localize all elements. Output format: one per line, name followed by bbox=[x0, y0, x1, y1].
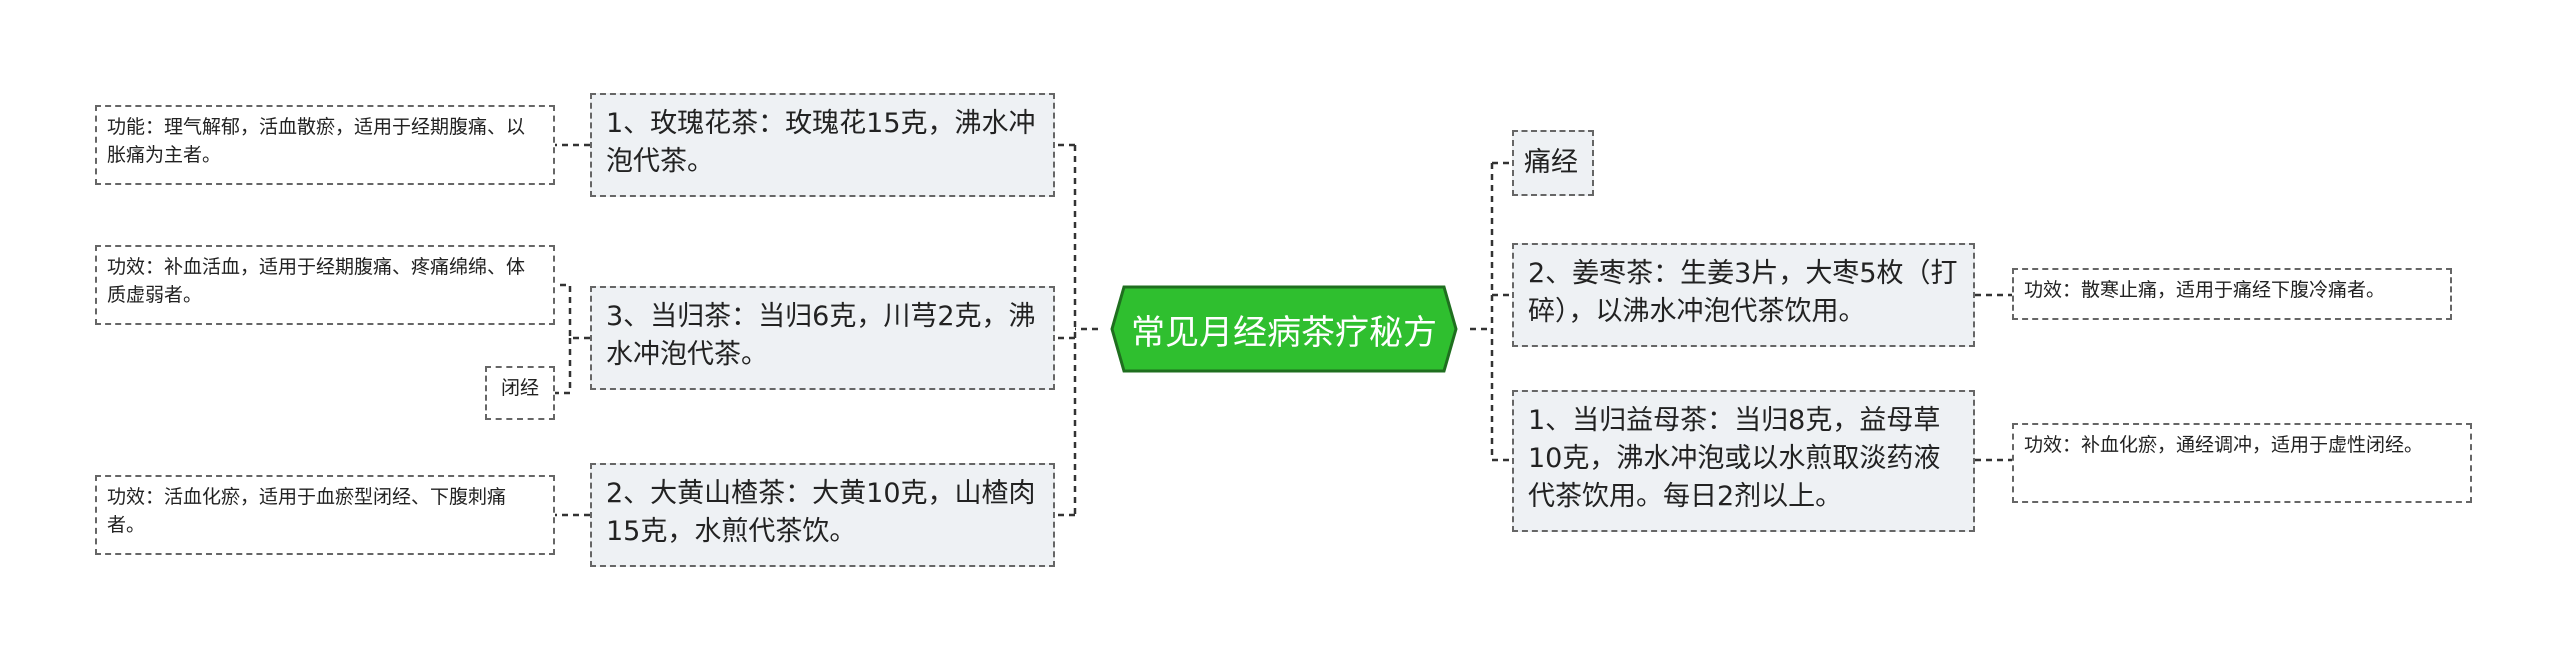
branch-rose-tea[interactable]: 1、玫瑰花茶：玫瑰花15克，沸水冲泡代茶。 bbox=[590, 93, 1055, 197]
branch-ginger-jujube-tea-text: 2、姜枣茶：生姜3片，大枣5枚（打碎），以沸水冲泡代茶饮用。 bbox=[1528, 258, 1958, 327]
branch-dahuang-shanzha-tea-text: 2、大黄山楂茶：大黄10克，山楂肉15克，水煎代茶饮。 bbox=[606, 478, 1036, 547]
note-danggui-tea-effect[interactable]: 功效：补血活血，适用于经期腹痛、疼痛绵绵、体质虚弱者。 bbox=[95, 245, 555, 325]
branch-dahuang-shanzha-tea[interactable]: 2、大黄山楂茶：大黄10克，山楂肉15克，水煎代茶饮。 bbox=[590, 463, 1055, 567]
note-rose-tea-function-text: 功能：理气解郁，活血散瘀，适用于经期腹痛、以胀痛为主者。 bbox=[107, 116, 526, 166]
branch-danggui-tea-text: 3、当归茶：当归6克，川芎2克，沸水冲泡代茶。 bbox=[606, 301, 1036, 370]
note-amenorrhea[interactable]: 闭经 bbox=[485, 366, 555, 420]
branch-danggui-tea[interactable]: 3、当归茶：当归6克，川芎2克，沸水冲泡代茶。 bbox=[590, 286, 1055, 390]
central-topic-shape bbox=[1110, 285, 1458, 373]
note-ginger-jujube-effect[interactable]: 功效：散寒止痛，适用于痛经下腹冷痛者。 bbox=[2012, 268, 2452, 320]
note-dahuang-tea-effect-text: 功效：活血化瘀，适用于血瘀型闭经、下腹刺痛者。 bbox=[107, 486, 507, 536]
note-danggui-tea-effect-text: 功效：补血活血，适用于经期腹痛、疼痛绵绵、体质虚弱者。 bbox=[107, 256, 526, 306]
branch-ginger-jujube-tea[interactable]: 2、姜枣茶：生姜3片，大枣5枚（打碎），以沸水冲泡代茶饮用。 bbox=[1512, 243, 1975, 347]
branch-danggui-yimu-tea-text: 1、当归益母茶：当归8克，益母草10克，沸水冲泡或以水煎取淡药液代茶饮用。每日2… bbox=[1528, 405, 1941, 512]
note-amenorrhea-text: 闭经 bbox=[500, 377, 539, 399]
branch-dysmenorrhea-text: 痛经 bbox=[1524, 147, 1578, 178]
note-ginger-jujube-effect-text: 功效：散寒止痛，适用于痛经下腹冷痛者。 bbox=[2024, 279, 2386, 301]
branch-rose-tea-text: 1、玫瑰花茶：玫瑰花15克，沸水冲泡代茶。 bbox=[606, 108, 1036, 177]
note-danggui-yimu-effect-text: 功效：补血化瘀，通经调冲，适用于虚性闭经。 bbox=[2024, 434, 2424, 456]
central-topic-title: 常见月经病茶疗秘方 bbox=[1131, 312, 1437, 353]
note-danggui-yimu-effect[interactable]: 功效：补血化瘀，通经调冲，适用于虚性闭经。 bbox=[2012, 423, 2472, 503]
note-dahuang-tea-effect[interactable]: 功效：活血化瘀，适用于血瘀型闭经、下腹刺痛者。 bbox=[95, 475, 555, 555]
branch-dysmenorrhea[interactable]: 痛经 bbox=[1512, 130, 1594, 196]
note-rose-tea-function[interactable]: 功能：理气解郁，活血散瘀，适用于经期腹痛、以胀痛为主者。 bbox=[95, 105, 555, 185]
branch-danggui-yimu-tea[interactable]: 1、当归益母茶：当归8克，益母草10克，沸水冲泡或以水煎取淡药液代茶饮用。每日2… bbox=[1512, 390, 1975, 532]
central-topic[interactable]: 常见月经病茶疗秘方 bbox=[1098, 285, 1470, 373]
